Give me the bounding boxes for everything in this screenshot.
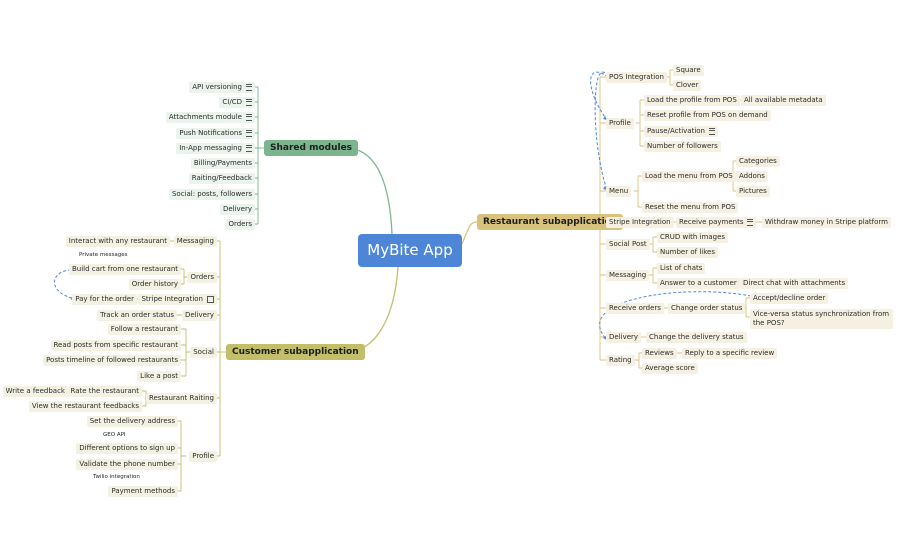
customer-track-order[interactable]: Track an order status bbox=[97, 310, 177, 321]
restaurant-accept-decline[interactable]: Accept/decline order bbox=[750, 293, 829, 304]
customer-twilio[interactable]: Twilio integration bbox=[93, 474, 140, 480]
customer-like-post[interactable]: Like a post bbox=[137, 371, 181, 382]
restaurant-pos-clover[interactable]: Clover bbox=[673, 80, 702, 91]
shared-item-attachments[interactable]: Attachments module bbox=[165, 112, 255, 123]
customer-profile[interactable]: Profile bbox=[189, 451, 217, 462]
notes-icon bbox=[246, 83, 252, 91]
shared-item-label: Push Notifications bbox=[179, 129, 242, 137]
customer-private-messages[interactable]: Private messages bbox=[79, 252, 128, 258]
restaurant-direct-chat[interactable]: Direct chat with attachments bbox=[740, 278, 849, 289]
restaurant-reset-menu[interactable]: Reset the menu from POS bbox=[642, 202, 739, 213]
restaurant-list-chats[interactable]: List of chats bbox=[657, 263, 706, 274]
restaurant-number-followers[interactable]: Number of followers bbox=[644, 141, 721, 152]
restaurant-social-post[interactable]: Social Post bbox=[606, 239, 650, 250]
notes-icon bbox=[246, 144, 252, 152]
notes-icon bbox=[709, 127, 715, 135]
restaurant-all-metadata[interactable]: All available metadata bbox=[741, 95, 826, 106]
customer-validate-phone[interactable]: Validate the phone number bbox=[76, 459, 178, 470]
shared-item-label: Attachments module bbox=[168, 113, 242, 121]
restaurant-profile[interactable]: Profile bbox=[606, 118, 634, 129]
restaurant-status-sync[interactable]: Vice-versa status synchronization from t… bbox=[750, 309, 893, 329]
customer-posts-timeline[interactable]: Posts timeline of followed restaurants bbox=[43, 355, 181, 366]
customer-subapp-node[interactable]: Customer subapplication bbox=[226, 344, 365, 360]
restaurant-answer-customer[interactable]: Answer to a customer bbox=[657, 278, 740, 289]
restaurant-withdraw-money[interactable]: Withdraw money in Stripe platform bbox=[762, 217, 892, 228]
restaurant-menu-pictures[interactable]: Pictures bbox=[736, 186, 770, 197]
notes-icon bbox=[246, 129, 252, 137]
shared-item-cicd[interactable]: CI/CD bbox=[219, 97, 255, 108]
shared-item-rating[interactable]: Raiting/Feedback bbox=[188, 173, 255, 184]
restaurant-number-likes[interactable]: Number of likes bbox=[657, 247, 718, 258]
customer-read-posts[interactable]: Read posts from specific restaurant bbox=[50, 340, 181, 351]
restaurant-pause-label: Pause/Activation bbox=[647, 127, 705, 135]
customer-messaging[interactable]: Messaging bbox=[173, 236, 217, 247]
shared-item-api-versioning[interactable]: API versioning bbox=[189, 82, 255, 93]
restaurant-load-profile[interactable]: Load the profile from POS bbox=[644, 95, 740, 106]
restaurant-average-score[interactable]: Average score bbox=[642, 363, 698, 374]
root-node[interactable]: MyBite App bbox=[358, 234, 462, 267]
shared-item-delivery[interactable]: Delivery bbox=[219, 204, 255, 215]
restaurant-reply-review[interactable]: Reply to a specific review bbox=[682, 348, 778, 359]
restaurant-receive-payments[interactable]: Receive payments bbox=[676, 217, 757, 228]
customer-stripe[interactable]: Stripe Integration bbox=[138, 294, 217, 305]
restaurant-pos-integration[interactable]: POS Integration bbox=[606, 72, 667, 83]
shared-item-orders[interactable]: Orders bbox=[225, 219, 255, 230]
customer-delivery-address[interactable]: Set the delivery address bbox=[86, 416, 178, 427]
shared-item-inapp[interactable]: In-App messaging bbox=[176, 143, 255, 154]
restaurant-reviews[interactable]: Reviews bbox=[642, 348, 677, 359]
customer-signup-options[interactable]: Different options to sign up bbox=[76, 443, 178, 454]
shared-item-social[interactable]: Social: posts, followers bbox=[168, 189, 255, 200]
customer-orders[interactable]: Orders bbox=[187, 272, 217, 283]
shared-item-label: CI/CD bbox=[222, 98, 242, 106]
shared-item-label: In-App messaging bbox=[179, 144, 242, 152]
restaurant-menu-addons[interactable]: Addons bbox=[736, 171, 768, 182]
customer-order-history[interactable]: Order history bbox=[128, 279, 181, 290]
notes-icon bbox=[246, 98, 252, 106]
restaurant-change-order-status[interactable]: Change order status bbox=[668, 303, 746, 314]
restaurant-stripe[interactable]: Stripe Integration bbox=[606, 217, 674, 228]
shared-item-label: API versioning bbox=[192, 83, 242, 91]
customer-interact-restaurant[interactable]: Interact with any restaurant bbox=[65, 236, 170, 247]
notes-icon bbox=[246, 113, 252, 121]
restaurant-receive-label: Receive payments bbox=[679, 218, 744, 226]
restaurant-rating[interactable]: Rating bbox=[606, 355, 635, 366]
shared-item-push[interactable]: Push Notifications bbox=[176, 128, 255, 139]
customer-stripe-label: Stripe Integration bbox=[141, 295, 203, 303]
shared-item-billing[interactable]: Billing/Payments bbox=[190, 158, 255, 169]
customer-payment-methods[interactable]: Payment methods bbox=[108, 486, 178, 497]
restaurant-reset-profile[interactable]: Reset profile from POS on demand bbox=[644, 110, 771, 121]
restaurant-receive-orders[interactable]: Receive orders bbox=[606, 303, 664, 314]
customer-social[interactable]: Social bbox=[190, 347, 217, 358]
restaurant-menu-categories[interactable]: Categories bbox=[736, 156, 780, 167]
customer-build-cart[interactable]: Build cart from one restaurant bbox=[68, 264, 181, 275]
restaurant-change-delivery-status[interactable]: Change the delivery status bbox=[646, 332, 747, 343]
restaurant-subapp-node[interactable]: Restaurant subapplication bbox=[477, 214, 624, 230]
shared-modules-node[interactable]: Shared modules bbox=[264, 140, 359, 156]
customer-follow-restaurant[interactable]: Follow a restaurant bbox=[107, 324, 181, 335]
restaurant-pause-activation[interactable]: Pause/Activation bbox=[644, 126, 718, 137]
restaurant-delivery[interactable]: Delivery bbox=[606, 332, 642, 343]
restaurant-messaging[interactable]: Messaging bbox=[606, 270, 650, 281]
customer-write-feedback[interactable]: Write a feedback bbox=[2, 386, 68, 397]
customer-pay-order[interactable]: Pay for the order bbox=[72, 294, 137, 305]
customer-delivery[interactable]: Delivery bbox=[181, 310, 217, 321]
restaurant-load-menu[interactable]: Load the menu from POS bbox=[642, 171, 736, 182]
notes-icon bbox=[747, 218, 754, 226]
customer-view-feedbacks[interactable]: View the restaurant feedbacks bbox=[28, 401, 142, 412]
restaurant-menu[interactable]: Menu bbox=[606, 186, 632, 197]
customer-restaurant-rating[interactable]: Restaurant Raiting bbox=[145, 393, 217, 404]
restaurant-pos-square[interactable]: Square bbox=[673, 65, 704, 76]
customer-rate-restaurant[interactable]: Rate the restaurant bbox=[67, 386, 142, 397]
restaurant-crud-images[interactable]: CRUD with images bbox=[657, 232, 729, 243]
external-link-icon[interactable] bbox=[207, 295, 214, 303]
customer-geo-api[interactable]: GEO API bbox=[103, 432, 126, 438]
